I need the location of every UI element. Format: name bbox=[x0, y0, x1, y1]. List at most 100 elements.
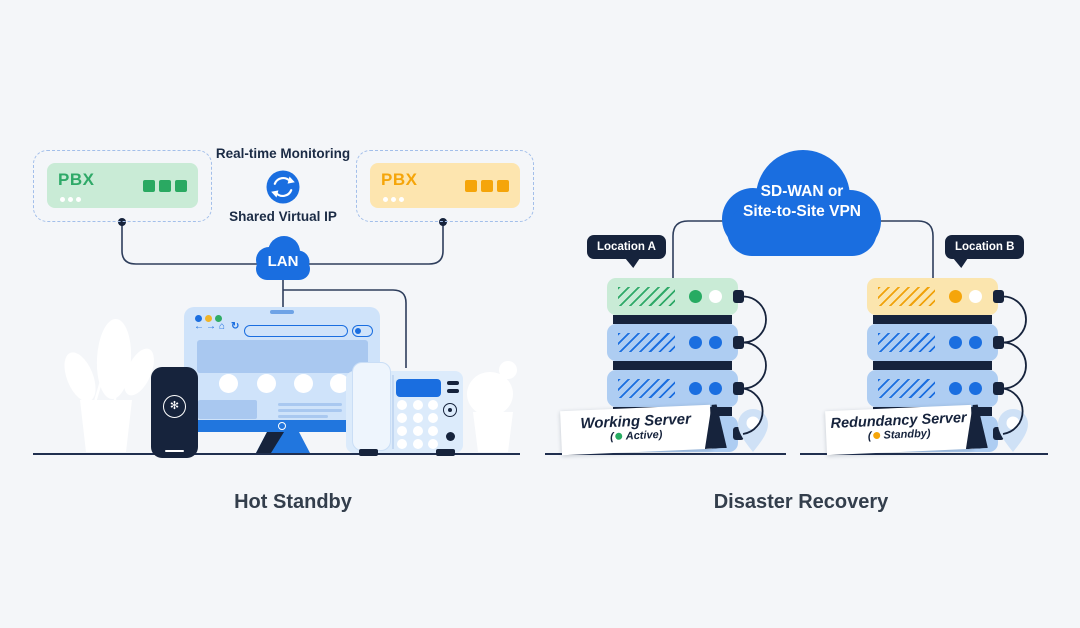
monitor-notch bbox=[270, 310, 294, 314]
location-b-label: Location B bbox=[955, 241, 1015, 253]
avatar-circle bbox=[219, 374, 238, 393]
desk-phone-foot bbox=[359, 449, 378, 456]
avatar-circle bbox=[330, 374, 349, 393]
pbx-primary-chassis: PBX bbox=[47, 163, 198, 208]
standby-led bbox=[949, 290, 962, 303]
server-unit bbox=[867, 370, 1004, 407]
standby-status-dot bbox=[873, 431, 881, 439]
server-port bbox=[733, 336, 744, 349]
server-led bbox=[949, 336, 962, 349]
keypad-key bbox=[397, 400, 407, 410]
plant-illustration bbox=[64, 319, 154, 452]
hot-standby-title: Hot Standby bbox=[234, 491, 352, 513]
rack-separator bbox=[873, 315, 992, 324]
keypad-key bbox=[428, 439, 438, 449]
browser-dot-blue bbox=[195, 315, 202, 322]
server-led bbox=[709, 336, 722, 349]
desk-phone-handset bbox=[352, 362, 391, 451]
desk-phone-dial-button bbox=[443, 403, 457, 417]
server-unit-standby bbox=[867, 278, 1004, 315]
server-unit bbox=[867, 324, 1004, 361]
active-status-dot bbox=[615, 432, 623, 440]
pbx-primary-led-icons bbox=[143, 180, 187, 192]
webpage-thumbnail bbox=[198, 400, 257, 419]
location-a-label: Location A bbox=[597, 241, 656, 253]
monitor-camera-ring bbox=[278, 422, 286, 430]
keypad-key bbox=[413, 413, 423, 423]
server-port bbox=[993, 427, 1004, 440]
pbx-secondary-chassis: PBX bbox=[370, 163, 520, 208]
server-port bbox=[733, 427, 744, 440]
wan-label-line2: Site-to-Site VPN bbox=[743, 203, 861, 220]
keypad-key bbox=[428, 400, 438, 410]
desk-phone-button-bar bbox=[447, 381, 459, 385]
pbx-secondary-group: PBX bbox=[356, 150, 534, 222]
desk-phone-round-button bbox=[446, 432, 455, 441]
rack-separator bbox=[613, 361, 732, 370]
webpage-hero-banner bbox=[197, 340, 368, 373]
shared-virtual-ip-label: Shared Virtual IP bbox=[229, 209, 337, 224]
server-led bbox=[969, 336, 982, 349]
webpage-text-line bbox=[278, 415, 328, 418]
monitor-stand bbox=[256, 432, 310, 453]
back-icon: ← bbox=[194, 321, 204, 332]
server-port bbox=[993, 336, 1004, 349]
server-led bbox=[689, 336, 702, 349]
keypad-key bbox=[397, 426, 407, 436]
server-vent-hatch bbox=[618, 333, 675, 352]
server-port bbox=[733, 290, 744, 303]
server-led bbox=[709, 382, 722, 395]
home-icon: ⌂ bbox=[219, 321, 226, 332]
desk-phone-foot bbox=[436, 449, 455, 456]
rack-separator bbox=[873, 361, 992, 370]
desk-phone-divider bbox=[392, 375, 394, 449]
browser-dot-yellow bbox=[205, 315, 212, 322]
forward-icon: → bbox=[206, 321, 216, 332]
server-vent-hatch bbox=[878, 379, 935, 398]
redundancy-server-banner: Redundancy Server (Standby) bbox=[825, 405, 973, 456]
server-led bbox=[969, 382, 982, 395]
avatar-circle bbox=[257, 374, 276, 393]
wan-to-stack-a-line bbox=[672, 220, 745, 278]
location-a-badge: Location A bbox=[587, 235, 666, 268]
wan-label: SD-WAN or Site-to-Site VPN bbox=[722, 182, 882, 222]
server-vent-hatch bbox=[878, 333, 935, 352]
pbx-secondary-led-icons bbox=[465, 180, 509, 192]
desk-phone-screen bbox=[396, 379, 441, 397]
browser-toggle bbox=[352, 325, 373, 337]
pbx-primary-indicator-dots bbox=[60, 197, 81, 202]
keypad-key bbox=[413, 439, 423, 449]
reload-icon: ↻ bbox=[231, 321, 240, 332]
working-server-banner: Working Server (Active) bbox=[560, 405, 712, 456]
keypad-key bbox=[413, 400, 423, 410]
realtime-monitoring-label: Real-time Monitoring bbox=[215, 146, 351, 161]
badge-pointer bbox=[625, 258, 640, 268]
smartphone-illustration: ✻ bbox=[151, 367, 198, 458]
server-led bbox=[689, 382, 702, 395]
server-vent-hatch bbox=[618, 287, 675, 306]
keypad-key bbox=[397, 439, 407, 449]
brand-logo-icon: ✻ bbox=[163, 395, 186, 418]
toggle-knob bbox=[355, 328, 361, 334]
keypad-key bbox=[428, 413, 438, 423]
disaster-recovery-title: Disaster Recovery bbox=[713, 491, 889, 513]
server-led bbox=[709, 290, 722, 303]
lan-label: LAN bbox=[267, 253, 299, 270]
pbx-primary-group: PBX bbox=[33, 150, 212, 222]
url-bar bbox=[244, 325, 348, 337]
server-vent-hatch bbox=[618, 379, 675, 398]
pbx-secondary-indicator-dots bbox=[383, 197, 404, 202]
webpage-text-line bbox=[278, 403, 342, 406]
avatar-circle bbox=[294, 374, 313, 393]
wan-to-stack-b-line bbox=[860, 220, 934, 278]
desk-phone-illustration bbox=[346, 362, 463, 456]
location-b-badge: Location B bbox=[945, 235, 1025, 268]
server-unit bbox=[607, 370, 744, 407]
server-port bbox=[733, 382, 744, 395]
keypad-key bbox=[397, 413, 407, 423]
desk-phone-button-bar bbox=[447, 389, 459, 393]
keypad-key bbox=[413, 426, 423, 436]
server-led bbox=[969, 290, 982, 303]
server-vent-hatch bbox=[878, 287, 935, 306]
monitor-stand-shadow bbox=[256, 432, 284, 453]
